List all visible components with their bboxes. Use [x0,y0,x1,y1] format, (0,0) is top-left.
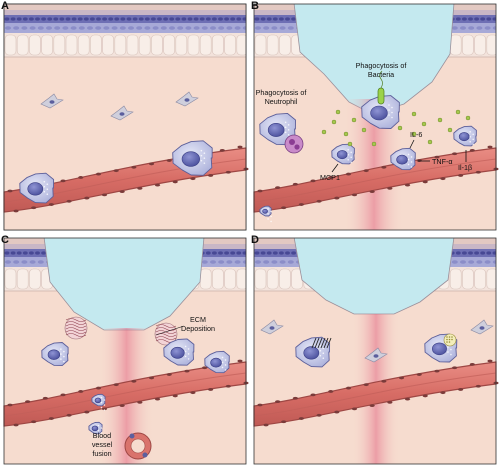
panel-d: D [251,234,499,465]
panel-label-D: D [251,234,259,246]
label-bacteria: Bacteria [368,70,394,79]
label-vessel: vessel [92,440,113,449]
fibroblast-1 [40,93,64,109]
vessel-fusion-ring [124,432,152,460]
macrophage-neutrophil [259,112,296,146]
cell-vessel-2 [88,421,103,439]
macrophage-1 [19,172,55,204]
bacteria [377,70,385,105]
fibroblast-3 [175,91,199,107]
macrophage-il1b [453,125,477,147]
macrophage-2 [172,140,213,176]
cell-vessel-1 [91,393,106,411]
macrophage-vessel [259,205,272,223]
label-il1b: Il-1β [458,163,472,172]
label-ecm: ECM [190,315,206,324]
fibroblast-3 [470,319,494,335]
arrows [331,139,467,173]
label-fusion: fusion [92,449,111,458]
macrophage-3 [204,350,230,374]
cytokines [321,109,471,147]
label-blood: Blood [93,431,111,440]
label-phagocytosis-bacteria: Phagocytosis of [356,61,407,70]
phagocytosed-debris [311,337,332,349]
fibroblast-1 [260,319,284,335]
panel-label-B: B [251,0,259,12]
macrophage-bacteria [361,95,400,129]
macrophage-1 [295,336,331,368]
phagocytosed-particles [443,333,457,347]
fibroblast-2 [110,105,134,121]
macrophage-1 [41,342,69,367]
ecm-left [64,316,88,340]
label-deposition: Deposition [181,324,215,333]
panel-label-A: A [1,0,9,12]
ecm-leader [155,325,185,336]
neutrophil [284,134,304,154]
fibroblast-2 [364,347,388,363]
label-il6: IL-6 [410,130,422,139]
panel-label-C: C [1,234,9,246]
macrophage-tnf [390,147,416,171]
label-neutrophil: Neutrophil [265,97,298,106]
label-mcp1: MCP1 [320,173,340,182]
label-phagocytosis-neutrophil: Phagocytosis of [256,88,307,97]
macrophage-2 [163,338,195,366]
label-tnfa: TNF-α [432,157,453,166]
panel-a: A [1,0,249,231]
macrophage-mcp1 [331,143,355,165]
